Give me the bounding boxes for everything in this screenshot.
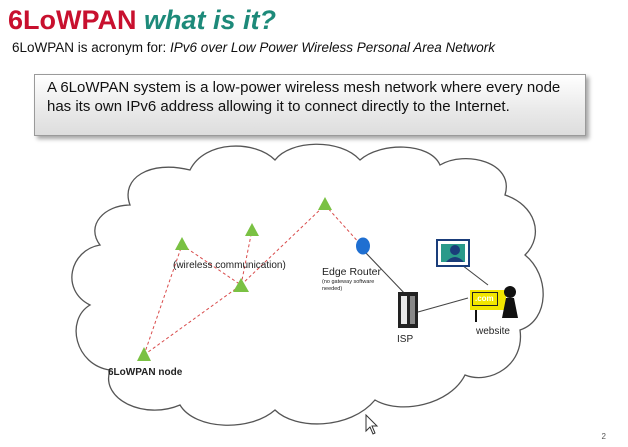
mesh-link [324, 204, 363, 247]
mesh-link [240, 229, 253, 286]
title-acronym: 6LoWPAN [8, 5, 137, 35]
sensor-node-icon [245, 223, 259, 236]
slide-title: 6LoWPAN what is it? [8, 3, 276, 37]
internet-cloud [71, 143, 544, 426]
mesh-link [181, 244, 242, 286]
edge-router-note-line2: needed) [322, 286, 343, 292]
isp-website-link [417, 297, 469, 313]
sensor-node-icon [318, 197, 332, 210]
title-question: what is it? [144, 5, 277, 35]
isp-server-icon [398, 292, 418, 328]
mesh-link [143, 244, 183, 356]
acronym-expansion: IPv6 over Low Power Wireless Personal Ar… [170, 40, 496, 55]
com-badge: .com [475, 294, 494, 303]
edge-router-note-line1: (no gateway software [322, 279, 375, 285]
edge-router-icon [356, 237, 370, 255]
router-isp-link [364, 251, 408, 297]
sensor-node-icon [233, 278, 249, 292]
mesh-link [240, 204, 326, 286]
sensor-node-icon [137, 347, 151, 361]
node-label: 6LoWPAN node [108, 367, 183, 378]
mouse-cursor-icon [365, 414, 379, 435]
wireless-label: (wireless communication) [173, 260, 286, 271]
page-number: 2 [601, 432, 606, 441]
sensor-node-icon [175, 237, 189, 250]
edge-router-label: Edge Router [322, 266, 381, 278]
acronym-prefix: 6LoWPAN is acronym for: [12, 40, 171, 55]
mesh-link [143, 284, 242, 356]
edge-router-note: (no gateway software needed) [322, 279, 374, 293]
isp-label: ISP [397, 334, 414, 345]
website-icon [470, 286, 518, 322]
web-user-icon [436, 239, 470, 267]
acronym-definition: 6LoWPAN is acronym for: IPv6 over Low Po… [12, 40, 495, 55]
definition-callout: A 6LoWPAN system is a low-power wireless… [34, 74, 586, 136]
website-label: website [476, 326, 510, 337]
